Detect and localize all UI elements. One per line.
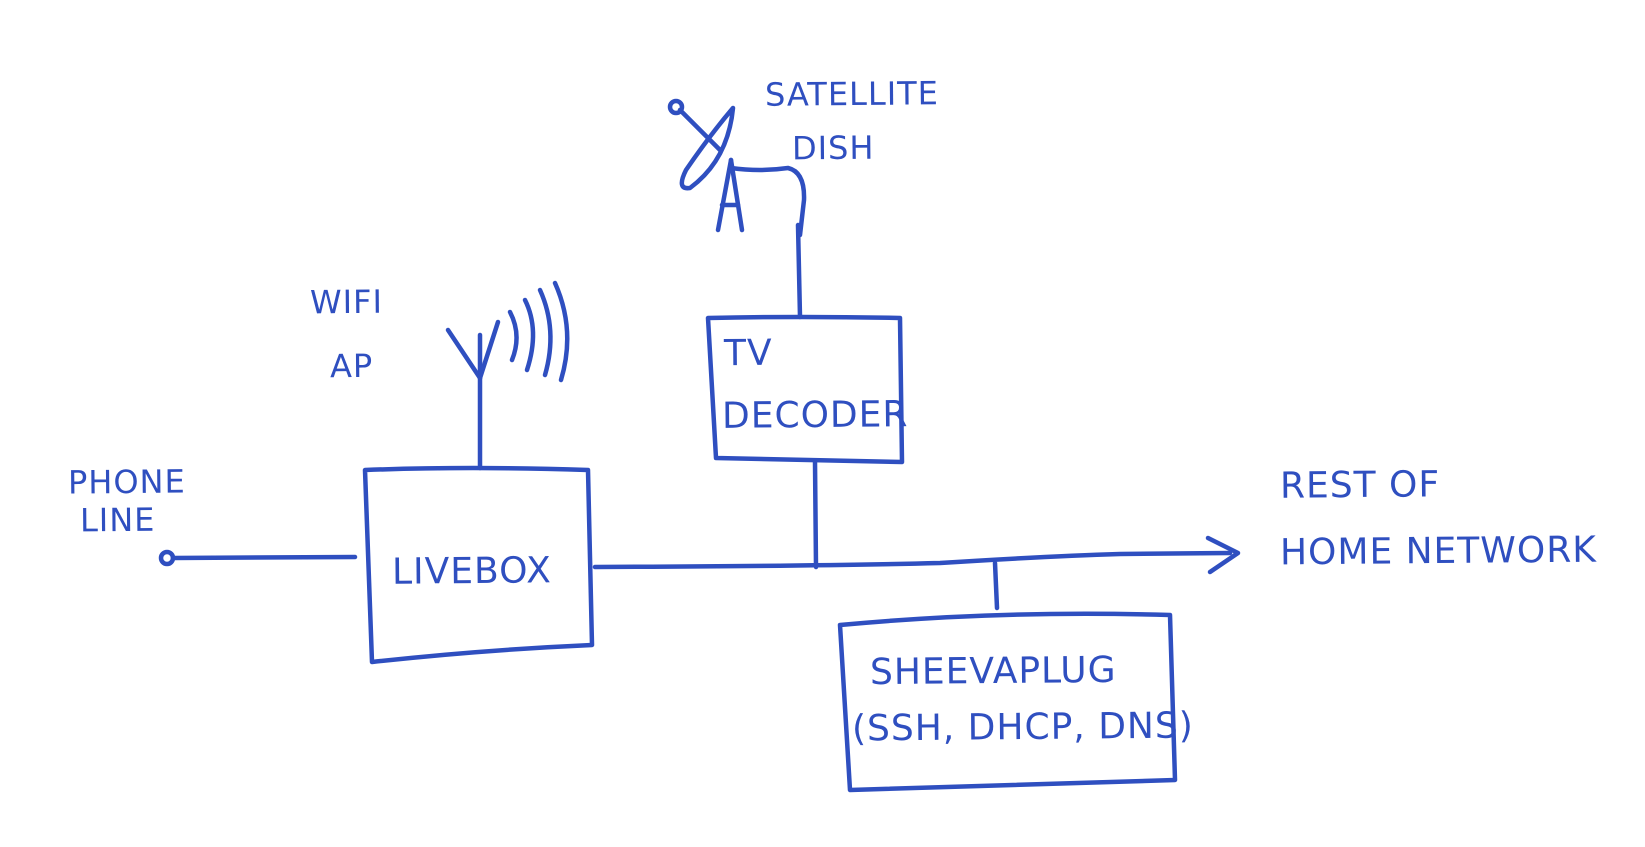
network-bus-line [592, 550, 1233, 570]
rest-of-network-label-2: HOME NETWORK [1279, 529, 1598, 574]
arrow-head-icon [1205, 535, 1241, 575]
tv-decoder-box [705, 314, 905, 465]
phone-line-label-1: PHONE [67, 462, 186, 502]
wifi-ap-label-2: AP [329, 346, 374, 386]
sheevaplug-to-bus-wire [992, 560, 1000, 611]
livebox-label: LIVEBOX [391, 550, 552, 593]
livebox-box [362, 465, 595, 665]
sheevaplug-label-1: SHEEVAPLUG [869, 649, 1117, 694]
rest-of-network-label-1: REST OF [1279, 464, 1441, 507]
sheevaplug-label-2: (SSH, DHCP, DNS) [851, 705, 1194, 750]
tv-decoder-label-1: TV [723, 332, 773, 375]
antenna-icon [445, 280, 570, 471]
tv-decoder-label-2: DECODER [721, 394, 909, 437]
wifi-ap-label-1: WIFI [309, 282, 384, 322]
satellite-dish-label-2: DISH [791, 128, 875, 168]
decoder-to-bus-wire [812, 459, 819, 570]
sheevaplug-box [837, 611, 1178, 793]
phone-line-label-2: LINE [79, 500, 156, 540]
satellite-dish-icon [667, 98, 807, 320]
satellite-dish-label-1: SATELLITE [764, 74, 940, 114]
phone-to-livebox-wire [170, 554, 358, 561]
